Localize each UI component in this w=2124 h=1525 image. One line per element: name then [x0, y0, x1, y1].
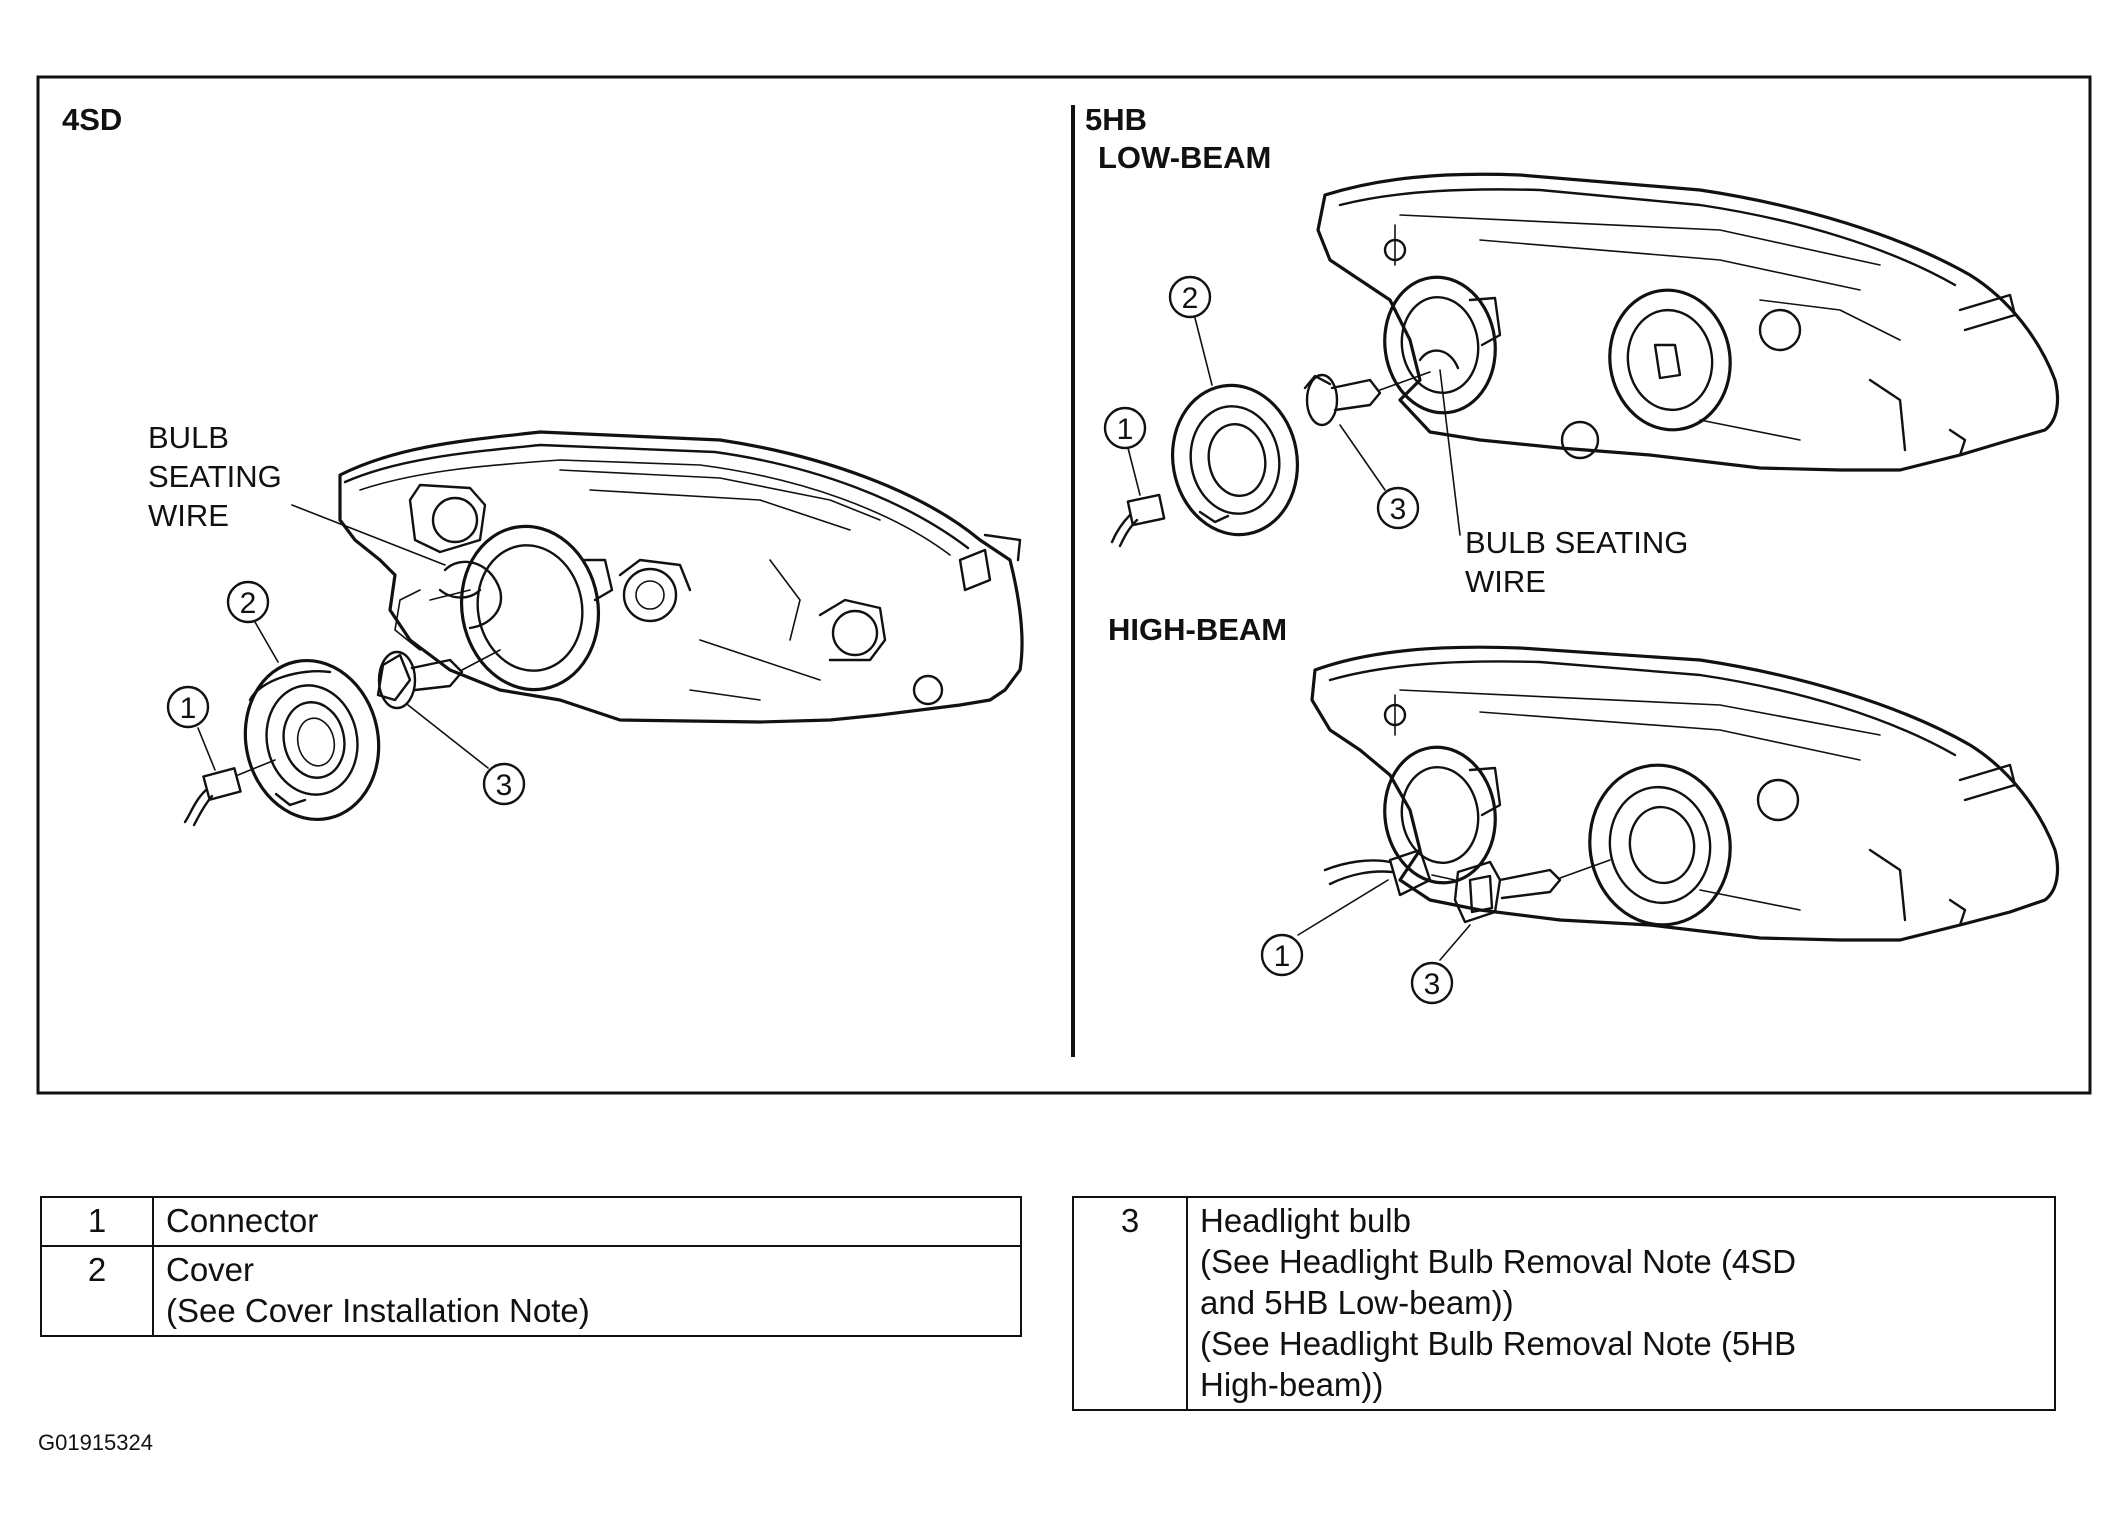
- connector-4sd: [183, 759, 276, 827]
- panel-title-5hb: 5HB: [1085, 102, 1147, 137]
- headlight-housing-5hb-high: [1310, 645, 2060, 942]
- cover-5hb: [1170, 383, 1300, 537]
- callout-2-4sd: 2: [226, 580, 279, 663]
- svg-text:BULB: BULB: [148, 420, 229, 455]
- legend-row: 2 Cover (See Cover Installation Note): [40, 1245, 1022, 1337]
- wire-leader-5hb: [1439, 369, 1461, 536]
- legend-row: 1 Connector: [40, 1196, 1022, 1247]
- headlight-housing-4sd: [338, 430, 1024, 724]
- callout-3-4sd: 3: [407, 704, 526, 806]
- svg-text:3: 3: [1424, 968, 1441, 1001]
- bulb-seating-wire-label-5hb: BULB SEATING WIRE: [1465, 525, 1688, 599]
- legend-description: Connector: [152, 1196, 1022, 1247]
- headlight-bulb-4sd: [376, 649, 501, 710]
- connector-5hb-high: [1323, 848, 1456, 897]
- callout-3-5hb-low: 3: [1339, 424, 1420, 530]
- callout-1-4sd: 1: [166, 685, 216, 771]
- svg-text:SEATING: SEATING: [148, 459, 282, 494]
- headlight-bulb-5hb-low: [1303, 371, 1431, 427]
- svg-text:2: 2: [240, 587, 257, 620]
- parts-legend-right: 3 Headlight bulb (See Headlight Bulb Rem…: [1072, 1196, 2056, 1411]
- svg-text:WIRE: WIRE: [1465, 564, 1546, 599]
- svg-text:BULB SEATING: BULB SEATING: [1465, 525, 1688, 560]
- legend-description: Headlight bulb (See Headlight Bulb Remov…: [1186, 1196, 2056, 1411]
- legend-number: 2: [40, 1245, 154, 1337]
- legend-number: 1: [40, 1196, 154, 1247]
- svg-text:3: 3: [1390, 493, 1407, 526]
- headlight-housing-5hb-low: [1316, 172, 2060, 472]
- callout-2-5hb-low: 2: [1168, 275, 1213, 386]
- legend-description: Cover (See Cover Installation Note): [152, 1245, 1022, 1337]
- high-beam-label: HIGH-BEAM: [1108, 612, 1287, 647]
- diagram-frame: [36, 75, 2092, 1095]
- cover-4sd: [243, 658, 381, 822]
- exploded-view-diagram: 4SD 5HB LOW-BEAM HIGH-BEAM BULB SEATING …: [36, 75, 2092, 1095]
- svg-text:1: 1: [1274, 940, 1291, 973]
- bulb-seating-wire-label-4sd: BULB SEATING WIRE: [148, 420, 282, 533]
- svg-text:3: 3: [496, 769, 513, 802]
- legend-number: 3: [1072, 1196, 1188, 1411]
- callout-3-5hb-high: 3: [1410, 924, 1471, 1005]
- headlight-bulb-5hb-high: [1453, 859, 1611, 924]
- svg-text:2: 2: [1182, 282, 1199, 315]
- low-beam-label: LOW-BEAM: [1098, 140, 1271, 175]
- wire-leader-4sd: [291, 504, 446, 566]
- parts-legend-left: 1 Connector 2 Cover (See Cover Installat…: [40, 1196, 1022, 1337]
- panel-title-4sd: 4SD: [62, 102, 122, 137]
- svg-text:1: 1: [1117, 413, 1134, 446]
- callout-1-5hb-low: 1: [1103, 406, 1147, 496]
- callout-1-5hb-high: 1: [1260, 879, 1389, 977]
- connector-5hb-low: [1110, 493, 1166, 548]
- svg-text:WIRE: WIRE: [148, 498, 229, 533]
- legend-row: 3 Headlight bulb (See Headlight Bulb Rem…: [1072, 1196, 2056, 1411]
- figure-id: G01915324: [38, 1430, 153, 1455]
- svg-text:1: 1: [180, 692, 197, 725]
